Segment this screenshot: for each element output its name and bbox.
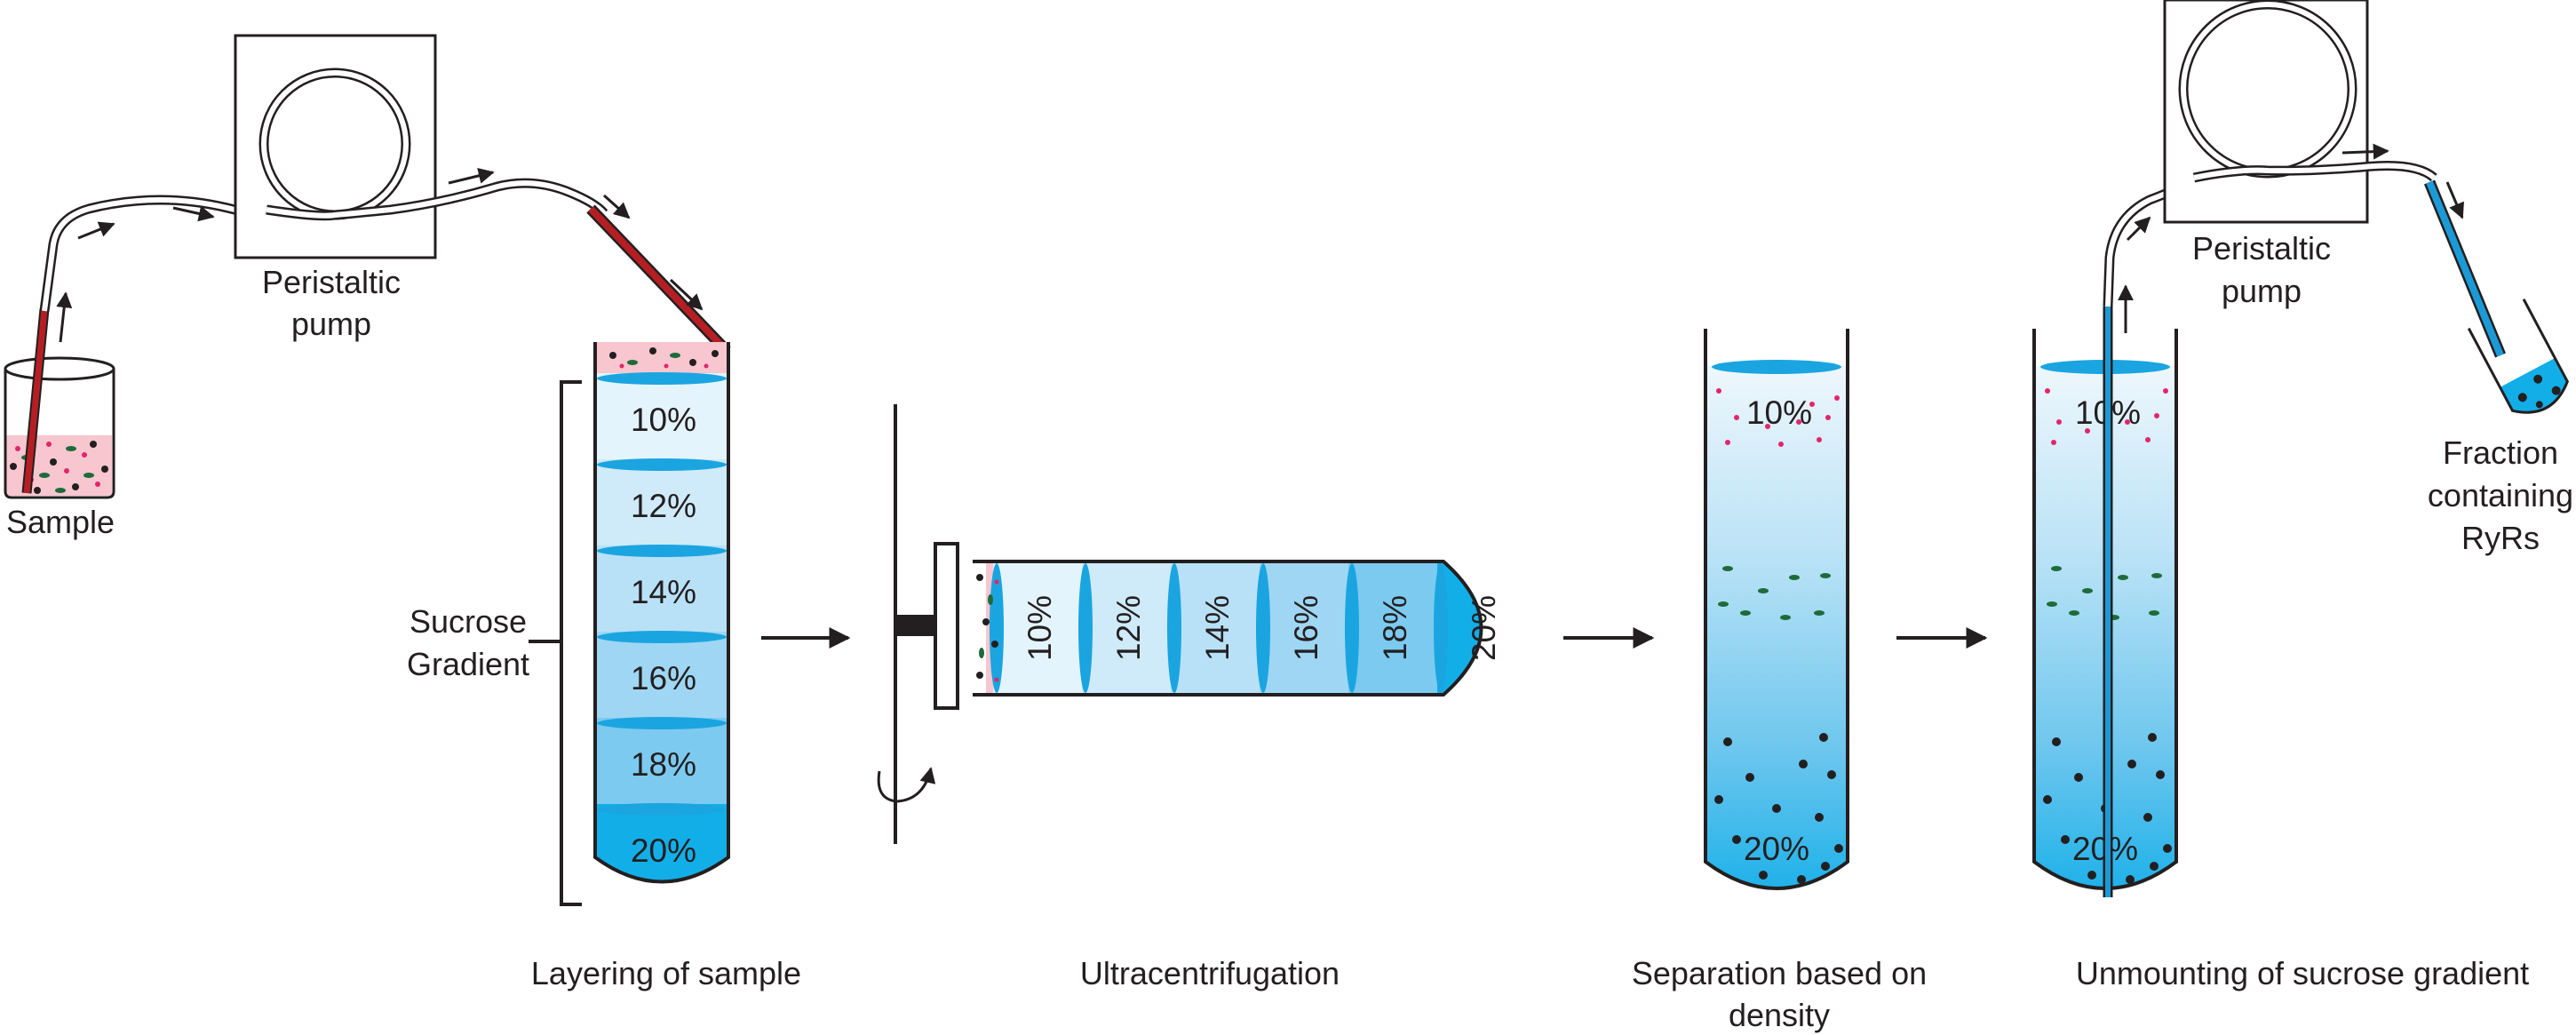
layer-boundary: [1345, 563, 1359, 693]
sample-label: Sample: [6, 504, 115, 540]
layer-boundary: [597, 458, 727, 471]
sucrose-label-line1: Sucrose: [409, 603, 527, 640]
layer-boundary: [1256, 563, 1270, 693]
layer-boundary: [1434, 563, 1448, 693]
pink-particle-band: [1716, 388, 1840, 447]
flow-arrow-icon: [2445, 181, 2464, 219]
layer-boundary: [597, 717, 727, 729]
step-caption-unmounting: Unmounting of sucrose gradient: [2076, 955, 2529, 991]
peristaltic-pump-icon: [2163, 0, 2369, 224]
step-caption-ultracentrifugation: Ultracentrifugation: [1080, 955, 1340, 991]
flow-arrow-icon: [77, 221, 115, 240]
tubing-to-pump: [21, 195, 366, 494]
gradient-layer-label: 14%: [1199, 595, 1236, 661]
layer-boundary: [597, 803, 727, 816]
gradient-layer-label: 18%: [631, 746, 696, 783]
centrifuge-tube: 10% 12% 14% 16% 18% 20%: [973, 560, 1502, 697]
gradient-layer: [1171, 561, 1260, 695]
gradient-layer-label: 18%: [1377, 595, 1413, 661]
flow-arrow-icon: [603, 194, 631, 219]
step-caption-separation-line1: Separation based on: [1632, 955, 1927, 991]
tubing-through-pump: [266, 178, 731, 355]
flow-arrow-icon: [56, 291, 73, 343]
gradient-layer: [595, 632, 728, 718]
sample-layer-particles: [609, 347, 719, 369]
sample-layer-particles: [976, 574, 999, 682]
gradient-layer: [595, 373, 728, 459]
fraction-label-line3: RyRs: [2461, 520, 2540, 556]
step-caption-layering: Layering of sample: [531, 955, 801, 991]
layer-boundary: [1167, 563, 1181, 693]
layer-boundary: [1078, 563, 1093, 693]
pump1-label-line2: pump: [291, 306, 371, 342]
flow-arrow-icon: [172, 205, 215, 222]
gradient-layer-label: 16%: [631, 660, 696, 697]
flow-arrow-icon: [669, 278, 704, 311]
gradient-layer-label: 14%: [631, 574, 696, 610]
black-particle-band: [1714, 733, 1843, 884]
separation-bottom-label: 20%: [1744, 831, 1809, 867]
layer-boundary: [597, 631, 727, 643]
gradient-layer-label: 12%: [1110, 595, 1147, 661]
flow-arrow-icon: [2341, 143, 2389, 160]
gradient-layer: [595, 545, 728, 632]
gradient-layer: [595, 459, 728, 545]
green-particle-band: [2047, 566, 2162, 620]
pump1-label-line1: Peristaltic: [262, 264, 401, 300]
gradient-layer-label: 20%: [1466, 595, 1502, 661]
pump2-label-line2: pump: [2222, 273, 2302, 309]
sucrose-label-line2: Gradient: [407, 646, 529, 682]
separated-gradient-tube: [1704, 329, 1849, 890]
separation-top-label: 10%: [1746, 394, 1812, 431]
fraction-label-line1: Fraction: [2443, 434, 2558, 471]
gradient-layer: [595, 804, 728, 882]
gradient-bracket: [560, 380, 582, 906]
gradient-layer-label: 10%: [1022, 595, 1058, 661]
gradient-layer: [993, 561, 1082, 695]
green-particle-band: [1718, 566, 1831, 620]
gradient-tube: 10% 12% 14% 16% 18% 20%: [593, 342, 730, 884]
flow-arrow-icon: [448, 168, 495, 185]
gradient-layer: [1082, 561, 1171, 695]
gradient-layer: [1260, 561, 1348, 695]
fraction-label-line2: containing: [2428, 477, 2573, 514]
peristaltic-pump-icon: [234, 34, 437, 259]
rotation-arrow-icon: [877, 767, 936, 803]
layer-boundary: [990, 563, 1004, 693]
tubing-to-fraction: [2192, 161, 2507, 358]
gradient-layer-label: 16%: [1288, 595, 1324, 661]
step-caption-separation-line2: density: [1729, 997, 1830, 1033]
layer-boundary: [597, 372, 727, 385]
gradient-layer-label: 20%: [631, 832, 696, 869]
centrifuge-rotor-icon: [894, 404, 959, 844]
collection-tube-icon: [2467, 299, 2569, 414]
layer-boundary: [597, 545, 727, 557]
pump2-label-line1: Peristaltic: [2192, 230, 2331, 267]
gradient-layer: [595, 718, 728, 804]
beaker-icon: [4, 356, 115, 499]
flow-arrow-icon: [2126, 216, 2151, 242]
gradient-layer: [1348, 561, 1437, 695]
gradient-layer-label: 12%: [631, 488, 696, 524]
gradient-layer-label: 10%: [631, 402, 696, 438]
